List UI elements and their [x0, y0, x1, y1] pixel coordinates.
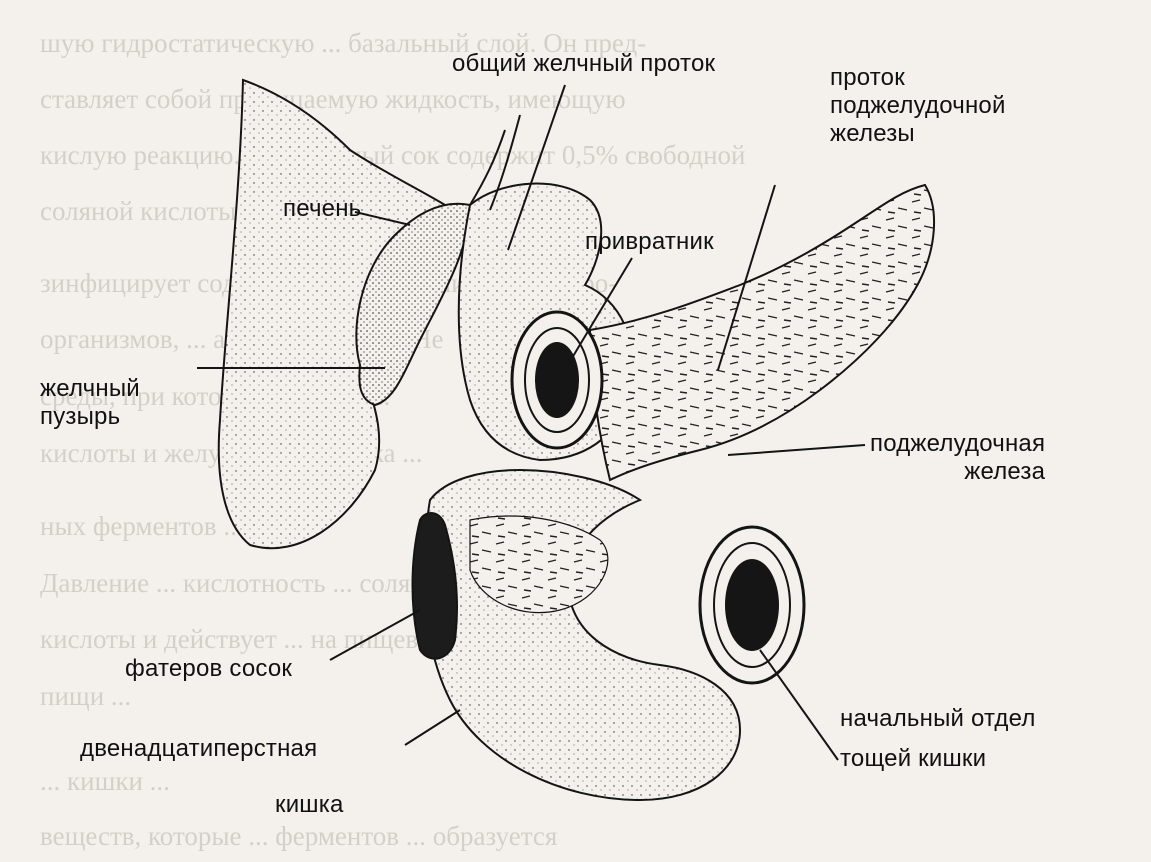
label-duodenum-line1: двенадцатиперстная [80, 735, 344, 763]
label-pancreatic-duct-line3: железы [830, 120, 1006, 148]
label-pancreatic-duct-line2: поджелудочной [830, 92, 1006, 120]
label-liver: печень [283, 195, 361, 223]
label-pancreatic-duct: проток поджелудочной железы [830, 64, 1006, 148]
bg-line: ставляет собой проницаемую жидкость, име… [40, 84, 626, 114]
label-pancreas: поджелудочная железа [870, 430, 1045, 486]
label-jejunum-line1: начальный отдел [840, 705, 1036, 733]
label-gallbladder-line1: желчный [40, 375, 140, 403]
label-pylorus: привратник [585, 228, 714, 256]
label-common-bile-duct: общий желчный проток [452, 50, 715, 78]
bg-line: ных ферментов ... [40, 511, 244, 541]
bg-line: пищи ... [40, 681, 131, 711]
label-jejunum-start: начальный отдел тощей кишки [840, 705, 1036, 773]
label-gallbladder: желчный пузырь [40, 375, 140, 431]
jejunum-cross-section [700, 527, 804, 683]
leader-jejunum [760, 650, 838, 760]
leader-pancreas [728, 445, 865, 455]
label-duodenum: двенадцатиперстная кишка [80, 735, 344, 819]
label-pancreas-line1: поджелудочная [870, 430, 1045, 458]
bg-line: Давление ... кислотность ... соляной [40, 568, 453, 598]
label-gallbladder-line2: пузырь [40, 403, 140, 431]
leader-duodenum [405, 710, 460, 745]
bg-line: веществ, которые ... ферментов ... образ… [40, 821, 557, 851]
label-pancreatic-duct-line1: проток [830, 64, 1006, 92]
bg-line: кислую реакцию. Желудочный сок содержит … [40, 140, 745, 170]
label-pancreas-line2: железа [870, 458, 1045, 486]
label-jejunum-line2: тощей кишки [840, 745, 1036, 773]
label-duodenum-line2: кишка [80, 791, 344, 819]
label-vater-papilla: фатеров сосок [125, 655, 292, 683]
